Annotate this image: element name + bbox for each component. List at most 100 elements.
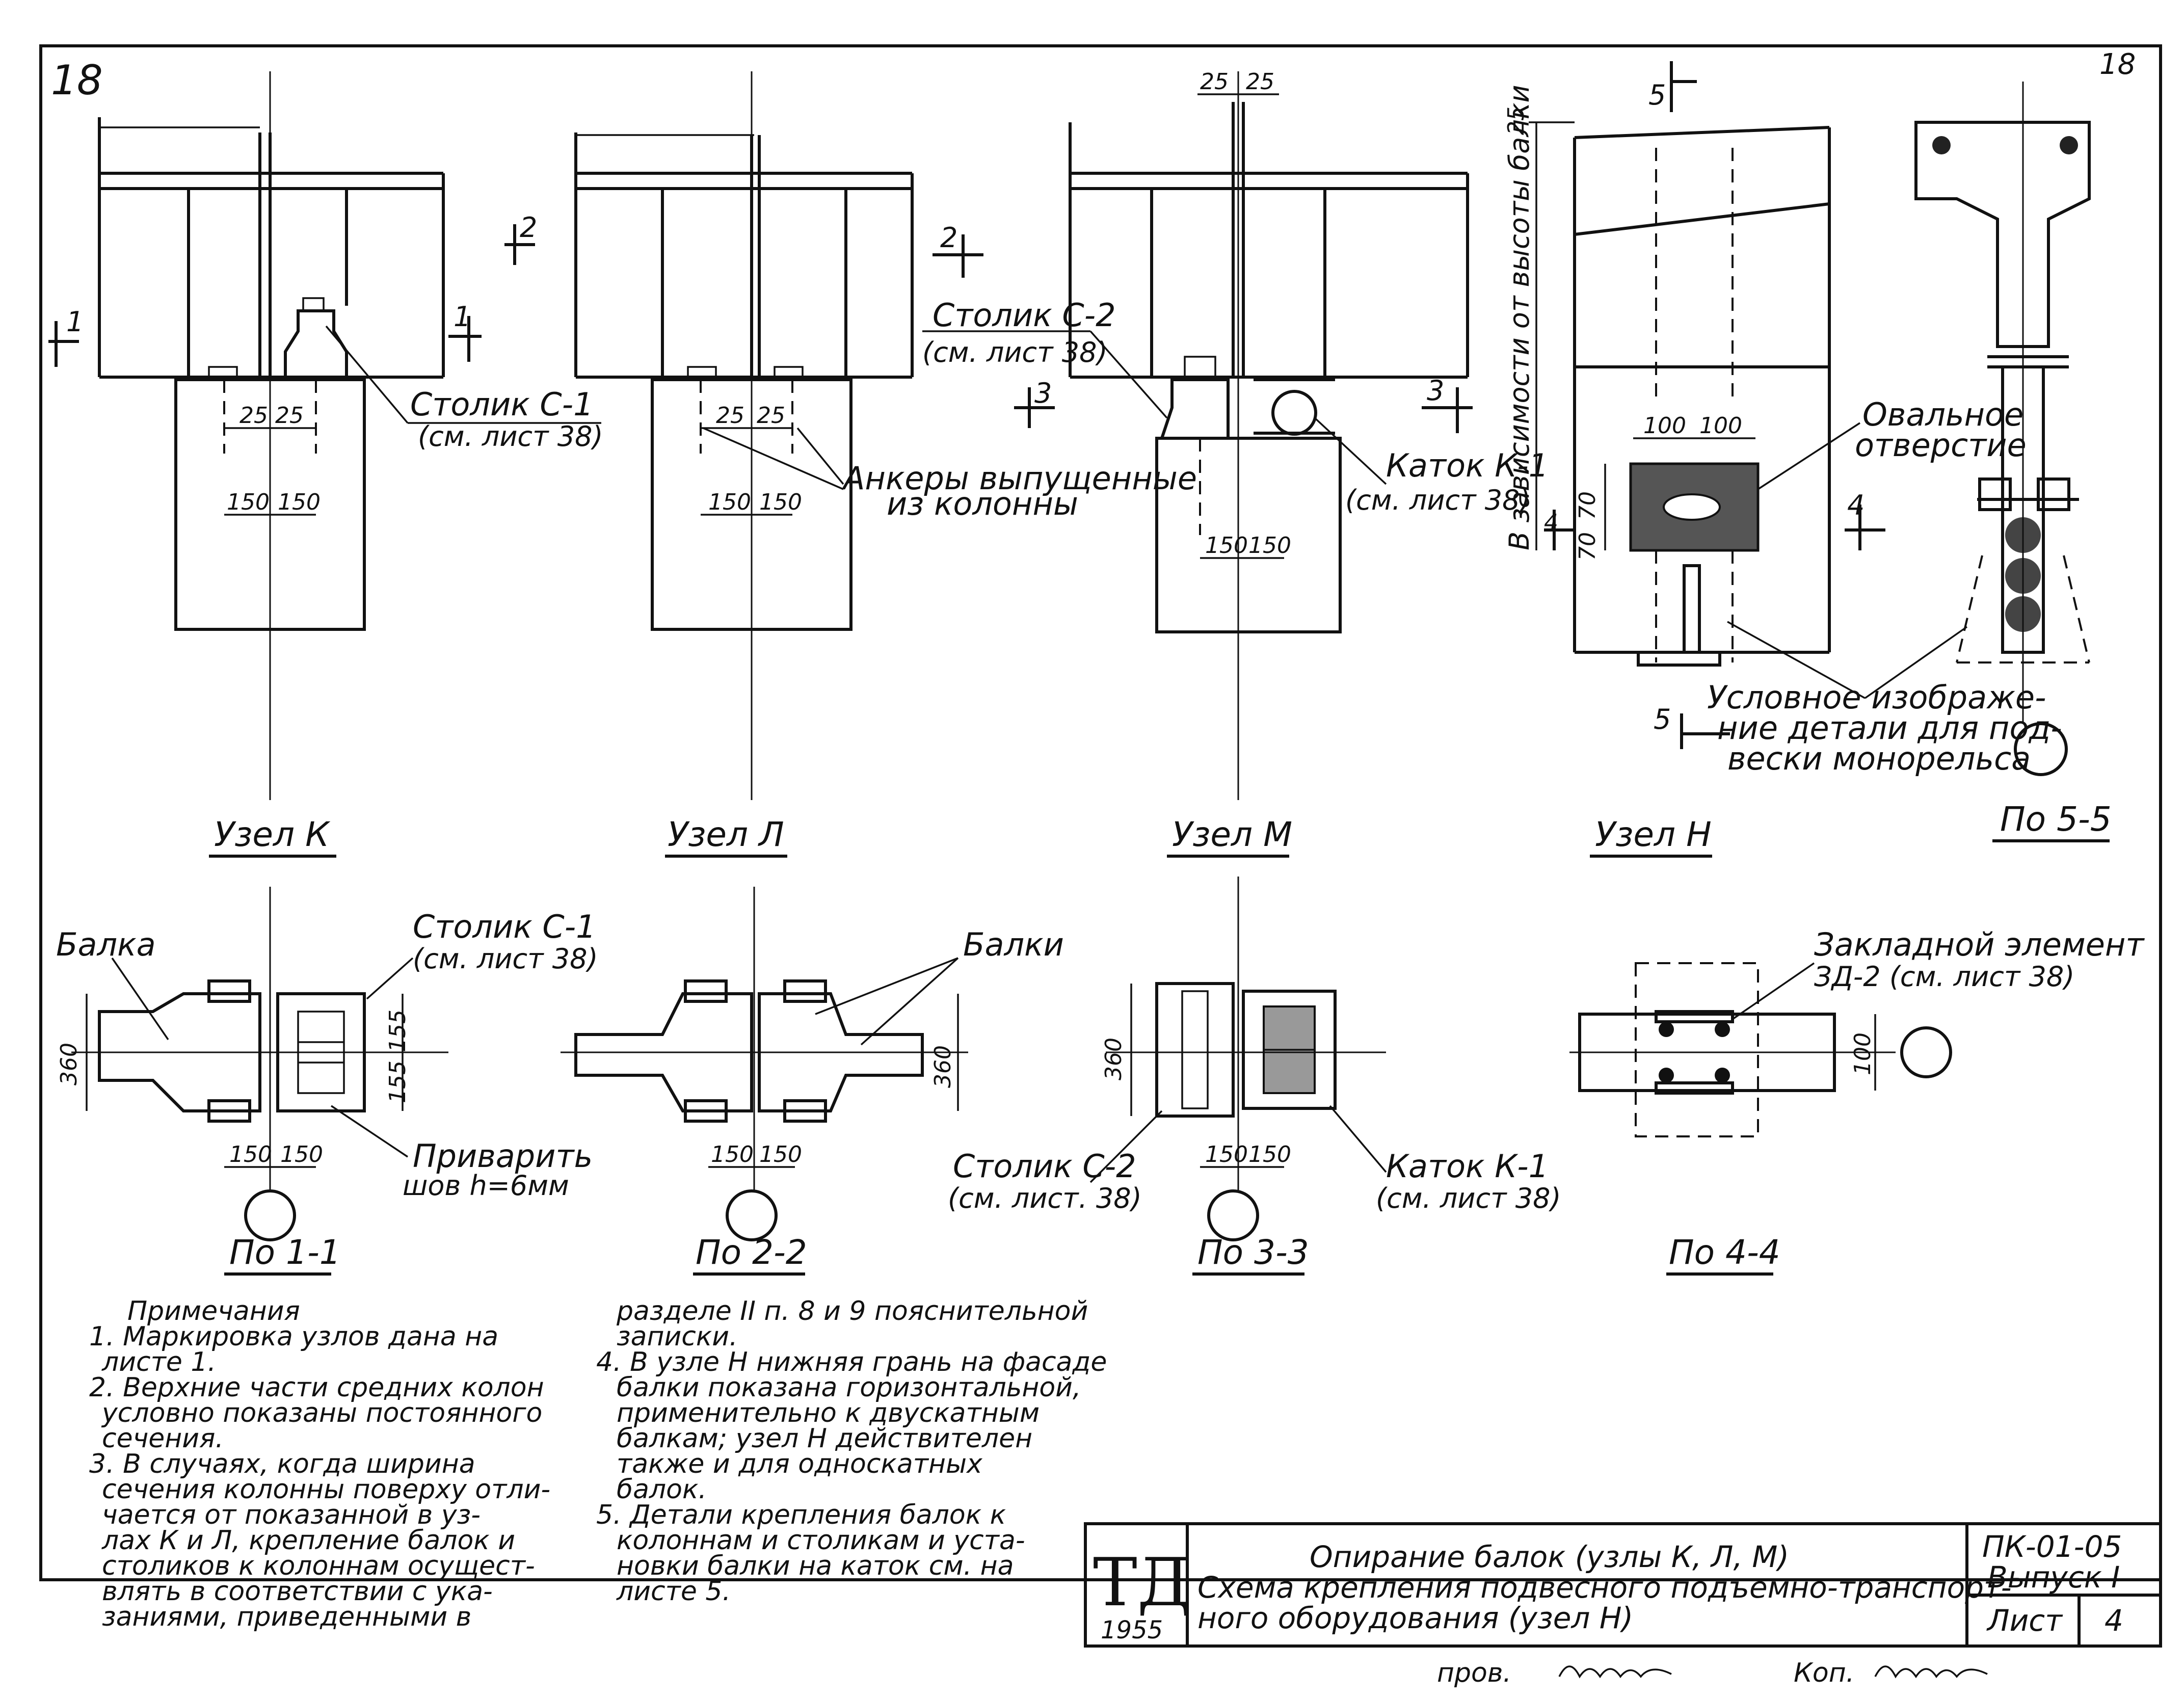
plan4-dim-100: 100	[1850, 1032, 1876, 1075]
title-issue: Выпуск I	[1987, 1560, 2120, 1595]
section-mark-2-k: 2	[520, 211, 537, 244]
section-mark-5-bottom: 5	[1654, 703, 1671, 735]
notes: Примечания 1. Маркировка узлов дана на л…	[89, 1296, 1107, 1632]
callout-oval-line2: отверстие	[1855, 427, 2027, 464]
dim-70-bottom-n: 70	[1575, 532, 1601, 561]
node-n-title: Узел Н	[1595, 815, 1712, 854]
signature-copied-label: Коп.	[1794, 1658, 1854, 1688]
note-left-12: заниями, приведенными в	[102, 1602, 471, 1632]
node-k-title: Узел К	[214, 815, 331, 854]
title-sheet-label: Лист	[1986, 1603, 2063, 1638]
node-l-elevation: 25 25 150 150 2 Анкеры выпущенные из кол…	[574, 71, 1197, 858]
note-right-11: новки балки на каток см. на	[617, 1551, 1014, 1581]
node-n-elevation: 100 100 70 70 4 В зависимости от высоты …	[1503, 61, 2062, 858]
plan2-balki: Балки	[963, 926, 1064, 963]
section-5-5-title: По 5-5	[2000, 800, 2112, 839]
plan4-zakladnoi-line2: ЗД-2 (см. лист 38)	[1814, 961, 2074, 993]
note-left-4: условно показаны постоянного	[101, 1398, 542, 1428]
callout-ankery-line2: из колонны	[887, 485, 1078, 522]
plan3-dim-150a: 150	[1205, 1142, 1248, 1168]
callout-stolik-c2: Столик С-2	[933, 297, 1116, 334]
dim-25-right-l: 25	[757, 403, 785, 429]
plan1-stolik-c1-ref: (см. лист 38)	[413, 943, 598, 975]
plan1-stolik-c1: Столик С-1	[413, 908, 596, 945]
signatures: пров. Коп.	[1437, 1658, 1988, 1688]
note-right-7: также и для односкатных	[617, 1449, 983, 1479]
note-left-9: лах К и Л, крепление балок и	[101, 1525, 515, 1556]
plan1-dim-155b: 155	[385, 1060, 411, 1103]
plan3-katok-ref: (см. лист 38)	[1376, 1182, 1561, 1214]
node-l-title: Узел Л	[668, 815, 784, 854]
dim-100-right-n: 100	[1699, 413, 1742, 439]
sheet-number-right: 18	[2099, 48, 2136, 81]
signature-checked-label: пров.	[1437, 1658, 1511, 1688]
note-right-12: листе 5.	[616, 1576, 731, 1607]
plan1-dim-360: 360	[56, 1043, 82, 1085]
dim-150-right-l: 150	[759, 489, 802, 515]
note-right-8: балок.	[617, 1474, 707, 1505]
callout-stolik-c1-ref: (см. лист 38)	[418, 420, 603, 453]
callout-stolik-c1: Столик С-1	[410, 386, 594, 423]
sheet-number-left: 18	[51, 57, 103, 104]
note-right-4: балки показана горизонтальной,	[617, 1372, 1081, 1403]
plan-2-2: 360 150 150 Балки По 2-2	[561, 887, 1064, 1276]
dim-100-left-n: 100	[1643, 413, 1686, 439]
dim-25-n: 25	[1503, 107, 1529, 135]
callout-stolik-c2-ref: (см. лист 38)	[922, 336, 1108, 368]
plan3-dim-150b: 150	[1248, 1142, 1291, 1168]
plan-3-3: 360 150 150 Столик С-2 (см. лист. 38) Ка…	[948, 877, 1561, 1276]
plan3-title: По 3-3	[1197, 1233, 1309, 1272]
note-left-6: 3. В случаях, когда ширина	[89, 1449, 475, 1479]
note-right-9: 5. Детали крепления балок к	[596, 1500, 1006, 1530]
plan3-stolik-c2: Столик С-2	[953, 1148, 1136, 1185]
section-5-5: По 5-5	[1914, 82, 2112, 842]
plan1-dim-155a: 155	[385, 1010, 411, 1052]
plan1-dim-150b: 150	[280, 1142, 323, 1168]
note-left-11: влять в соответствии с ука-	[102, 1576, 493, 1607]
section-mark-1-left: 1	[66, 306, 84, 338]
callout-uslovnoe-line3: вески монорельса	[1727, 740, 2031, 777]
note-left-2: листе 1.	[101, 1347, 216, 1377]
note-right-6: балкам; узел Н действителен	[617, 1423, 1032, 1454]
dim-150-left-m: 150	[1205, 533, 1248, 559]
title-block: ТД 1955 Опирание балок (узлы К, Л, М) Сх…	[1084, 1522, 2162, 1648]
callout-uslovnoe-line1: Условное изображе-	[1707, 679, 2046, 716]
note-left-3: 2. Верхние части средних колон	[89, 1372, 544, 1403]
plan-4-4: 100 Закладной элемент ЗД-2 (см. лист 38)…	[1569, 926, 2145, 1276]
note-right-1: разделе II п. 8 и 9 пояснительной	[616, 1296, 1088, 1326]
dim-25-left-m: 25	[1200, 69, 1229, 95]
plan3-katok: Каток К-1	[1386, 1148, 1549, 1185]
dim-25-right-m: 25	[1246, 69, 1274, 95]
dim-150-left-k: 150	[227, 489, 270, 515]
section-mark-3-right: 3	[1427, 375, 1444, 407]
plan1-balka: Балка	[56, 926, 156, 963]
callout-dependence: В зависимости от высоты балки	[1503, 85, 1535, 550]
node-k-elevation: 25 25 150 150 1 1 2 Столик С-1 (см. лист…	[48, 71, 603, 858]
callout-katok-k1: Каток К-1	[1386, 447, 1549, 484]
plan2-dim-150a: 150	[711, 1142, 754, 1168]
plan2-dim-150b: 150	[759, 1142, 802, 1168]
plan4-title: По 4-4	[1669, 1233, 1780, 1272]
title-line2: Схема крепления подвесного подъемно-тран…	[1197, 1570, 2012, 1605]
note-left-5: сечения.	[102, 1423, 224, 1454]
title-logo: ТД	[1093, 1544, 1191, 1621]
dim-25-right-k: 25	[275, 403, 304, 429]
plan1-title: По 1-1	[229, 1233, 341, 1272]
section-mark-1-right: 1	[454, 301, 471, 333]
note-right-2: записки.	[617, 1321, 738, 1352]
dim-25-left-k: 25	[239, 403, 268, 429]
section-mark-4-n: 4	[1847, 489, 1865, 521]
plan-1-1: 360 155 155 150 150 Балка Столик С-1 (см…	[56, 887, 598, 1276]
plan1-privarit-line2: шов h=6мм	[403, 1170, 569, 1202]
note-right-10: колоннам и столикам и уста-	[617, 1525, 1025, 1556]
dim-150-left-l: 150	[708, 489, 751, 515]
dim-150-right-m: 150	[1248, 533, 1291, 559]
callout-katok-k1-ref: (см. лист 38)	[1345, 484, 1531, 516]
callout-oval-line1: Овальное	[1862, 396, 2023, 433]
note-left-7: сечения колонны поверху отли-	[102, 1474, 550, 1505]
dim-150-right-k: 150	[278, 489, 321, 515]
note-right-3: 4. В узле Н нижняя грань на фасаде	[596, 1347, 1107, 1377]
dim-70-top-n: 70	[1575, 491, 1601, 520]
plan2-title: По 2-2	[696, 1233, 807, 1272]
